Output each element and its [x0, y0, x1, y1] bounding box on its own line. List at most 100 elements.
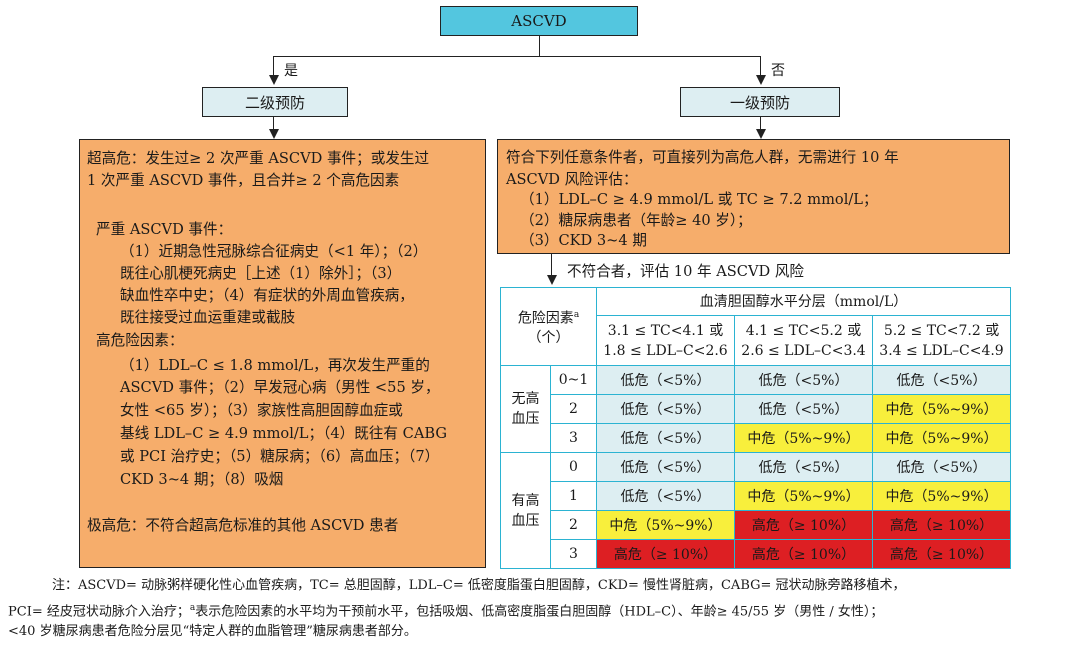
risk-level-cell: 中危（5%~9%） [871, 394, 1012, 424]
assess-arrow-icon [547, 275, 557, 285]
group-label-line: 有高 [511, 492, 540, 509]
risk-factor-header-text: 危险因素 [517, 310, 574, 327]
chol-column-1: 3.1 ≤ TC<4.1 或 1.8 ≤ LDL–C<2.6 [596, 315, 735, 366]
primary-down-line [760, 117, 762, 130]
criteria-line: 高危险因素： [96, 332, 184, 349]
right-branch-arrow-icon [756, 75, 766, 85]
primary-criteria-box: 符合下列任意条件者，可直接列为高危人群，无需进行 10 年 ASCVD 风险评估… [497, 139, 1010, 254]
criteria-line: （2）糖尿病患者（年龄≥ 40 岁）； [520, 212, 752, 229]
criteria-line: 或 PCI 治疗史；（5）糖尿病；（6）高血压；（7） [120, 448, 440, 465]
criteria-line: CKD 3~4 期；（8）吸烟 [120, 471, 284, 488]
footnote-line-3: <40 岁糖尿病患者危险分层见“特定人群的血脂管理”糖尿病患者部分。 [8, 624, 417, 639]
risk-level-cell: 高危（≥ 10%） [596, 539, 735, 569]
criteria-line: 1 次严重 ASCVD 事件，且合并≥ 2 个高危因素 [87, 172, 400, 189]
no-label: 否 [771, 63, 785, 79]
footnote-marker: a [573, 309, 580, 320]
criteria-line: 严重 ASCVD 事件： [96, 221, 233, 238]
branch-horizontal-line [273, 56, 761, 58]
risk-factor-count: 2 [550, 510, 597, 540]
risk-level-cell: 低危（<5%） [871, 452, 1012, 482]
criteria-line: （1）LDL–C ≤ 1.8 mmol/L，再次发生严重的 [120, 357, 430, 374]
criteria-line: 缺血性卒中史；（4）有症状的外周血管疾病， [120, 287, 414, 304]
risk-stratification-table: 危险因素a （个） 血清胆固醇水平分层（mmol/L） 3.1 ≤ TC<4.1… [500, 287, 1012, 569]
ascvd-root-box: ASCVD [440, 6, 638, 36]
group-label-line: 无高 [511, 391, 540, 407]
risk-factor-count: 0~1 [550, 365, 597, 395]
root-stem [539, 36, 541, 56]
left-branch-arrow-icon [269, 75, 279, 85]
risk-level-cell: 低危（<5%） [734, 452, 873, 482]
chol-column-2: 4.1 ≤ TC<5.2 或 2.6 ≤ LDL–C<3.4 [734, 315, 873, 366]
risk-level-cell: 中危（5%~9%） [871, 423, 1012, 453]
yes-label: 是 [284, 63, 298, 79]
footnote-text: 表示危险因素的水平均为干预前水平，包括吸烟、低高密度脂蛋白胆固醇（HDL–C）、… [195, 604, 884, 620]
risk-level-cell: 高危（≥ 10%） [871, 539, 1012, 569]
chol-range-tc: 3.1 ≤ TC<4.1 或 [607, 322, 724, 339]
chol-range-ldl: 2.6 ≤ LDL–C<3.4 [741, 342, 866, 359]
secondary-down-arrow-icon [269, 129, 279, 139]
risk-level-cell: 高危（≥ 10%） [734, 510, 873, 540]
risk-level-cell: 中危（5%~9%） [734, 423, 873, 453]
risk-level-cell: 中危（5%~9%） [596, 510, 735, 540]
risk-factor-count: 1 [550, 481, 597, 511]
risk-level-cell: 低危（<5%） [596, 452, 735, 482]
risk-factor-header: 危险因素a （个） [500, 287, 597, 366]
criteria-line: 超高危：发生过≥ 2 次严重 ASCVD 事件；或发生过 [87, 150, 430, 167]
risk-level-cell: 低危（<5%） [596, 423, 735, 453]
primary-prevention-box: 一级预防 [680, 87, 840, 117]
cholesterol-header: 血清胆固醇水平分层（mmol/L） [595, 287, 1012, 316]
chol-range-tc: 5.2 ≤ TC<7.2 或 [883, 322, 1000, 339]
risk-level-cell: 低危（<5%） [596, 481, 735, 511]
hypertension-group-label: 无高血压 [500, 365, 551, 453]
secondary-prevention-box: 二级预防 [202, 87, 348, 117]
criteria-line: ASCVD 风险评估： [506, 171, 638, 188]
criteria-line: 既往心肌梗死病史［上述（1）除外］；（3） [120, 265, 402, 282]
secondary-criteria-box: 超高危：发生过≥ 2 次严重 ASCVD 事件；或发生过 1 次严重 ASCVD… [79, 139, 486, 568]
right-branch-line [760, 56, 762, 76]
criteria-line: 极高危：不符合超高危标准的其他 ASCVD 患者 [87, 517, 399, 534]
criteria-line: （1）LDL–C ≥ 4.9 mmol/L 或 TC ≥ 7.2 mmol/L； [520, 191, 878, 208]
risk-factor-unit: （个） [527, 330, 570, 347]
chol-range-ldl: 3.4 ≤ LDL–C<4.9 [879, 342, 1004, 359]
footnote-line-2: PCI= 经皮冠状动脉介入治疗；a表示危险因素的水平均为干预前水平，包括吸烟、低… [8, 597, 883, 623]
risk-level-cell: 低危（<5%） [596, 394, 735, 424]
group-label-line: 血压 [511, 411, 540, 427]
criteria-line: 女性 <65 岁）；（3）家族性高胆固醇血症或 [120, 402, 403, 419]
risk-level-cell: 低危（<5%） [596, 365, 735, 395]
risk-factor-count: 0 [550, 452, 597, 482]
criteria-line: 符合下列任意条件者，可直接列为高危人群，无需进行 10 年 [506, 149, 899, 166]
criteria-line: （3）CKD 3~4 期 [520, 232, 647, 249]
chol-range-tc: 4.1 ≤ TC<5.2 或 [745, 322, 862, 339]
risk-factor-count: 3 [550, 423, 597, 453]
footnote-marker: a [189, 603, 196, 613]
secondary-prevention-label: 二级预防 [244, 93, 305, 112]
criteria-line: （1）近期急性冠脉综合征病史（<1 年）；（2） [120, 243, 428, 260]
risk-level-cell: 高危（≥ 10%） [871, 510, 1012, 540]
criteria-line: 既往接受过血运重建或截肢 [120, 309, 296, 326]
risk-factor-count: 2 [550, 394, 597, 424]
ascvd-root-label: ASCVD [511, 12, 567, 30]
assess-line [551, 254, 553, 276]
assess-label: 不符合者，评估 10 年 ASCVD 风险 [567, 263, 805, 280]
group-label-line: 血压 [511, 512, 540, 529]
risk-level-cell: 高危（≥ 10%） [734, 539, 873, 569]
risk-factor-count: 3 [550, 539, 597, 569]
risk-level-cell: 低危（<5%） [734, 394, 873, 424]
risk-level-cell: 中危（5%~9%） [734, 481, 873, 511]
risk-level-cell: 低危（<5%） [871, 365, 1012, 395]
secondary-down-line [273, 117, 275, 130]
hypertension-group-label: 有高血压 [500, 452, 551, 569]
primary-down-arrow-icon [756, 129, 766, 139]
footnote-text: PCI= 经皮冠状动脉介入治疗； [8, 604, 190, 620]
left-branch-line [273, 56, 275, 76]
primary-prevention-label: 一级预防 [729, 93, 790, 112]
footnote-line-1: 注：ASCVD= 动脉粥样硬化性心血管疾病，TC= 总胆固醇，LDL–C= 低密… [52, 578, 906, 593]
criteria-line: ASCVD 事件；（2）早发冠心病（男性 <55 岁， [120, 379, 440, 396]
